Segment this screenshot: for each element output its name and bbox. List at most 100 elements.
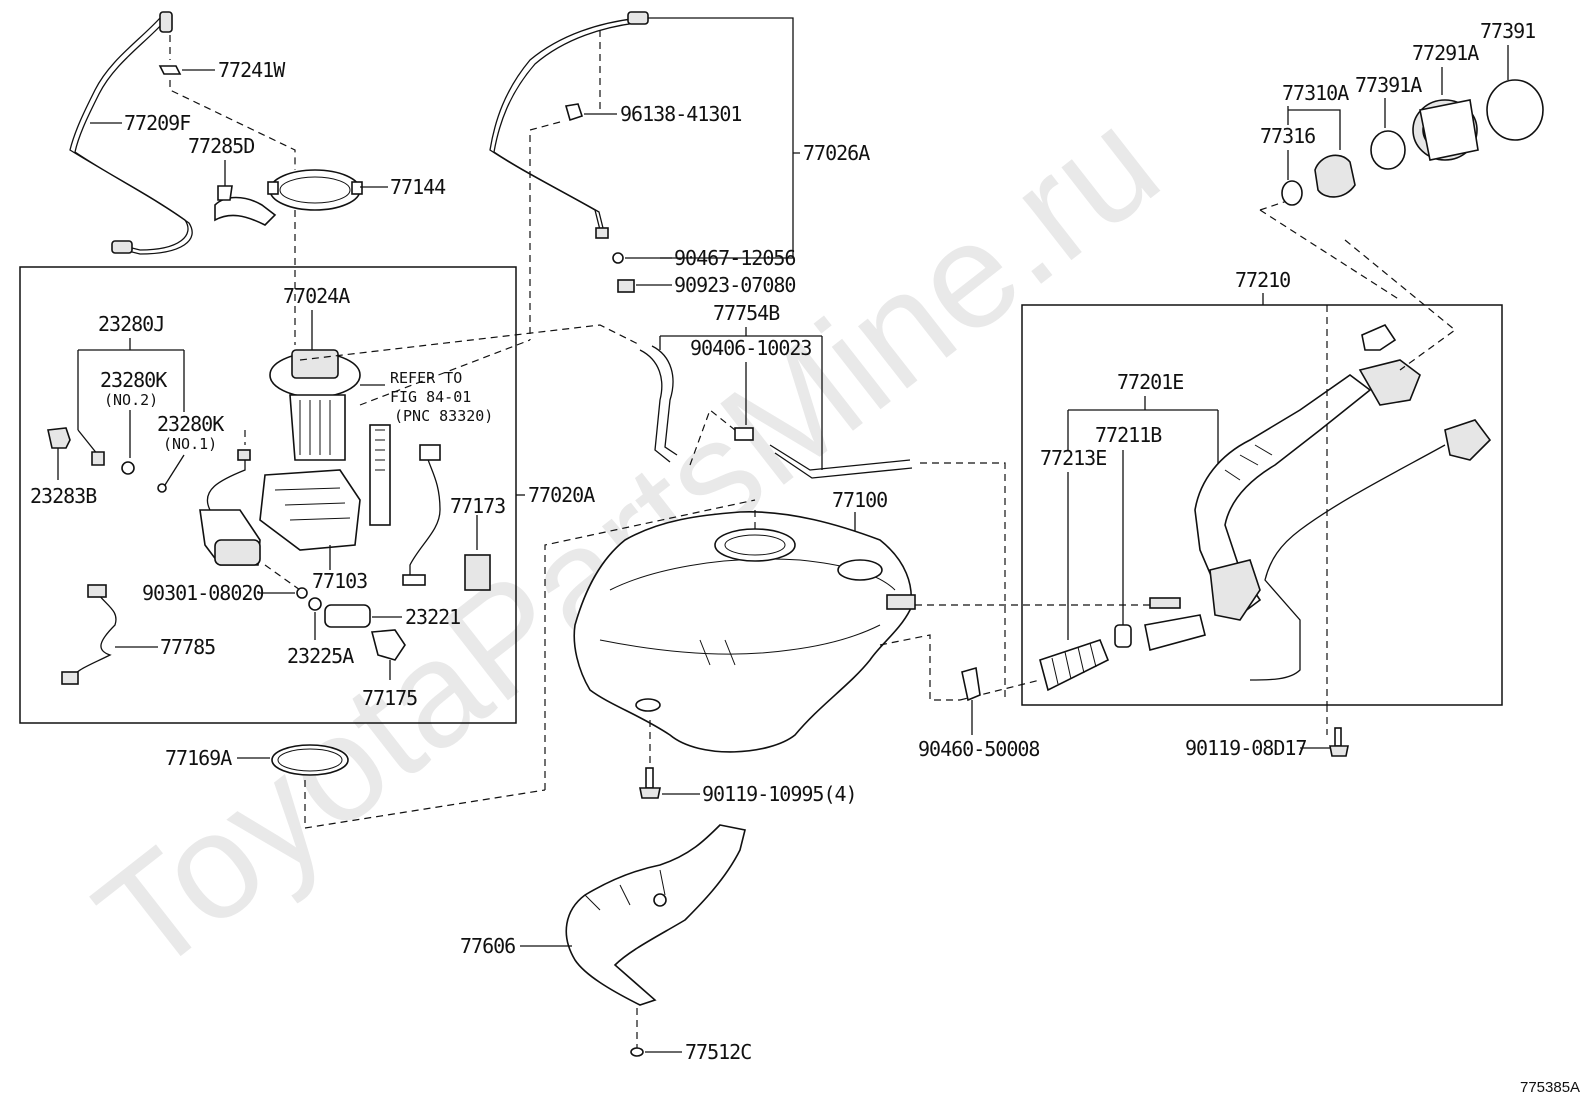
dash-hose-right xyxy=(920,462,1006,700)
label-23221: 23221 xyxy=(405,605,460,629)
label-96138: 96138-41301 xyxy=(620,102,741,126)
label-77211B: 77211B xyxy=(1095,423,1162,447)
label-77210: 77210 xyxy=(1235,268,1290,292)
hose-77213e xyxy=(1039,639,1110,692)
harness-77785 xyxy=(61,584,117,685)
fitting-23280j xyxy=(91,451,105,466)
dash-gasket xyxy=(304,780,546,829)
label-90460: 90460-50008 xyxy=(918,737,1039,761)
sender-77173 xyxy=(402,444,491,591)
label-no1: (NO.1) xyxy=(163,435,217,453)
label-77144: 77144 xyxy=(390,175,446,199)
bolt-90119-10995 xyxy=(639,767,661,799)
bracket-77103 xyxy=(259,469,361,551)
part-77285d xyxy=(214,185,277,226)
fuel-tank-77100 xyxy=(573,511,916,753)
leader-23280j-tip xyxy=(77,429,99,456)
ring-77391a xyxy=(1370,130,1406,170)
valve-90460 xyxy=(961,666,981,702)
bracket-77310a xyxy=(1287,106,1341,150)
label-77209F: 77209F xyxy=(124,111,190,135)
label-90406: 90406-10023 xyxy=(690,336,811,360)
label-77213E: 77213E xyxy=(1040,446,1106,470)
bracket-77754b xyxy=(659,327,823,470)
figure-code: 775385A xyxy=(1520,1079,1580,1096)
clamp-77211b xyxy=(1114,624,1132,648)
label-77020A: 77020A xyxy=(528,483,595,507)
dash-refer-mid xyxy=(359,339,531,406)
label-77175: 77175 xyxy=(362,686,417,710)
label-77241W: 77241W xyxy=(218,58,286,82)
filler-neck-77201e xyxy=(1194,359,1421,621)
protector-77606 xyxy=(565,824,746,1006)
oring-23225a xyxy=(308,597,322,611)
valve-90923 xyxy=(617,279,635,293)
leader-23280k-no1 xyxy=(164,454,185,486)
pump-assy xyxy=(199,449,261,566)
nut-77512c xyxy=(630,1047,644,1057)
clamp-90467 xyxy=(612,252,624,264)
refer-line1: REFER TO xyxy=(390,369,462,387)
label-77024A: 77024A xyxy=(283,284,350,308)
bolt-90119-08d17 xyxy=(1329,727,1349,757)
ring-77391 xyxy=(1486,79,1544,141)
dash-refer-top xyxy=(299,324,641,361)
label-23283B: 23283B xyxy=(30,484,97,508)
bracket-77026a xyxy=(648,17,800,259)
clamp-bracket-top xyxy=(1361,323,1397,351)
label-23280K-no1: 23280K xyxy=(157,412,224,436)
label-77100: 77100 xyxy=(832,488,887,512)
label-77606: 77606 xyxy=(460,934,515,958)
label-77285D: 77285D xyxy=(188,134,254,158)
cap-77310a xyxy=(1314,154,1356,198)
label-23280J: 23280J xyxy=(98,312,164,336)
label-77291A: 77291A xyxy=(1412,41,1479,65)
dash-pump xyxy=(244,430,301,591)
label-77391: 77391 xyxy=(1480,19,1535,43)
oring-23280k-no1 xyxy=(157,483,167,493)
hose-77754b xyxy=(639,345,913,479)
gasket-77169a xyxy=(271,744,349,776)
label-77310A: 77310A xyxy=(1282,81,1349,105)
label-77391A: 77391A xyxy=(1355,73,1422,97)
label-77173: 77173 xyxy=(450,494,505,518)
label-90119-10995: 90119-10995(4) xyxy=(702,782,857,806)
label-77201E: 77201E xyxy=(1117,370,1183,394)
label-no2: (NO.2) xyxy=(104,391,158,409)
label-90301: 90301-08020 xyxy=(142,581,263,605)
refer-line3: (PNC 83320) xyxy=(394,407,493,425)
label-77169A: 77169A xyxy=(165,746,232,770)
dash-top-left xyxy=(169,35,296,170)
sender-rail xyxy=(369,424,391,526)
vent-line xyxy=(1249,419,1492,681)
label-90119-08D17: 90119-08D17 xyxy=(1185,736,1306,760)
filter-23221 xyxy=(324,604,371,628)
hose-joint xyxy=(1144,597,1206,651)
oring-23280k-no2 xyxy=(121,461,135,475)
label-77785: 77785 xyxy=(160,635,215,659)
dash-tank-90460 xyxy=(879,634,960,701)
label-77512C: 77512C xyxy=(685,1040,751,1064)
filler-neck-box xyxy=(1021,304,1503,706)
clip-23283b xyxy=(47,427,71,449)
label-23280K-no2: 23280K xyxy=(100,368,167,392)
label-23225A: 23225A xyxy=(287,644,354,668)
clip-77175 xyxy=(370,629,406,661)
housing-77291a xyxy=(1412,99,1479,161)
bracket-77201e xyxy=(1067,396,1219,470)
clip-77241w xyxy=(158,65,182,75)
fuel-sender-wire-77209f xyxy=(69,11,193,255)
strap-77316 xyxy=(1281,180,1303,206)
ring-77144 xyxy=(267,169,363,211)
label-90467: 90467-12056 xyxy=(674,246,795,270)
pump-flange-77024a xyxy=(269,349,361,461)
label-77754B: 77754B xyxy=(713,301,780,325)
refer-line2: FIG 84-01 xyxy=(390,388,471,406)
oring-90301 xyxy=(296,587,308,599)
bracket-23280j xyxy=(77,338,185,430)
label-77316: 77316 xyxy=(1260,124,1315,148)
dash-96138 xyxy=(529,121,561,340)
tube-77026a xyxy=(489,11,649,239)
